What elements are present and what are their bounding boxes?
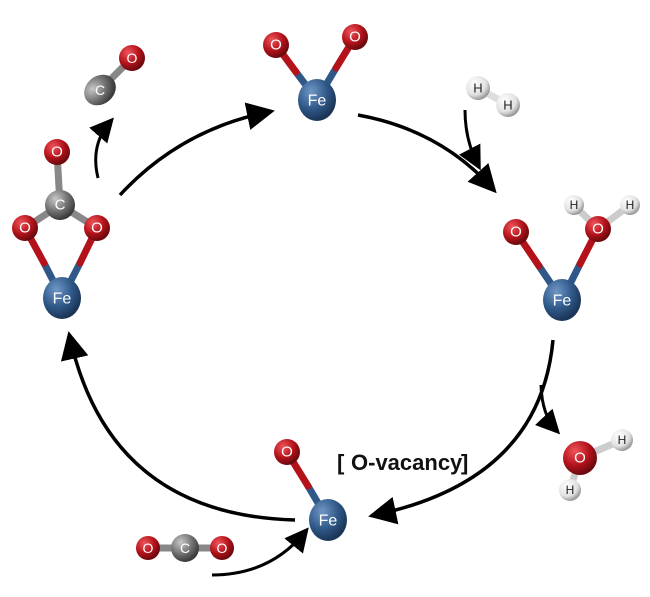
svg-text:O: O [127, 50, 138, 66]
arrow-right-to-bottom [368, 339, 555, 525]
svg-text:O: O [91, 220, 103, 237]
svg-text:O: O [281, 444, 293, 461]
arrow-h2-in [459, 109, 481, 171]
svg-text:O: O [217, 540, 228, 556]
o-vacancy-label: [ O-vacancy ] [337, 450, 468, 475]
co2-molecule: O O C [136, 534, 234, 562]
svg-text:Fe: Fe [53, 291, 72, 308]
svg-text:H: H [626, 198, 635, 212]
arrow-bottom-to-left [60, 331, 296, 522]
svg-text:C: C [55, 197, 66, 214]
arrow-water-out [534, 384, 561, 435]
svg-text:O: O [592, 221, 604, 238]
svg-text:O: O [574, 450, 586, 467]
arrow-co2-in [211, 527, 309, 577]
svg-text:O-vacancy: O-vacancy [351, 450, 463, 475]
svg-text:H: H [473, 81, 482, 96]
svg-text:[: [ [337, 450, 345, 475]
h2o-molecule: O H H [559, 429, 633, 501]
svg-text:H: H [618, 433, 627, 447]
svg-text:Fe: Fe [319, 513, 338, 530]
svg-text:]: ] [461, 450, 468, 475]
svg-text:O: O [51, 144, 63, 161]
fe-o-h2o-intermediate: H H O O Fe [503, 195, 640, 321]
svg-text:O: O [349, 29, 361, 46]
svg-text:H: H [566, 483, 575, 497]
svg-text:O: O [143, 540, 154, 556]
svg-text:H: H [570, 198, 579, 212]
svg-text:C: C [95, 82, 105, 98]
arrow-left-to-top [118, 102, 275, 197]
svg-text:O: O [270, 37, 282, 54]
svg-text:C: C [180, 540, 190, 556]
arrow-co-release [89, 117, 114, 179]
svg-text:O: O [19, 220, 31, 237]
svg-text:Fe: Fe [553, 293, 572, 310]
svg-text:Fe: Fe [308, 93, 327, 110]
fe-o2-molecule: O O Fe [263, 24, 368, 121]
arrow-top-to-right [357, 113, 497, 194]
fe-carbonate-intermediate: O C O O Fe [12, 139, 110, 319]
h2-molecule: H H [466, 76, 520, 117]
fe-o-vacancy-molecule: O Fe [274, 439, 347, 541]
co-molecule: O C [84, 45, 145, 106]
svg-text:O: O [510, 224, 522, 241]
svg-text:H: H [503, 98, 512, 113]
